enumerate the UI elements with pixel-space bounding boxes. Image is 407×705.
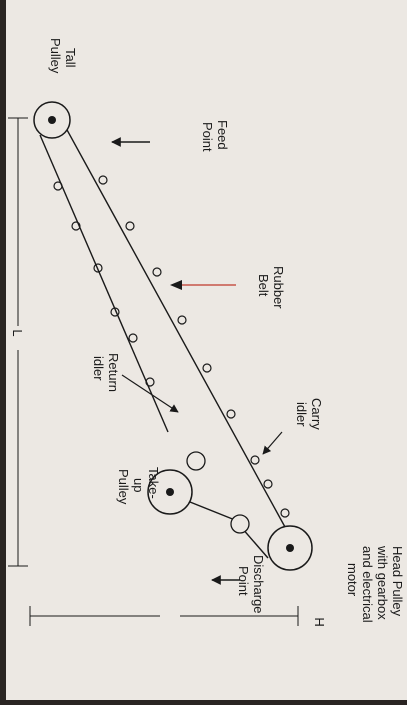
carry-idler-leader: [262, 431, 283, 455]
return-idler-roller: [110, 307, 120, 317]
head-pulley-axle: [286, 544, 294, 552]
label-take-up-pulley: Take- up Pulley: [116, 467, 161, 505]
label-line: Tall: [63, 48, 78, 68]
belt-upper-strand: [54, 107, 286, 528]
paper-sheet: [6, 0, 407, 700]
return-idler-roller: [145, 377, 155, 387]
rubber-belt-arrowhead: [170, 280, 182, 290]
dimension-label-h: H: [312, 617, 327, 626]
label-line: Take-: [146, 467, 161, 499]
label-tail-pulley: Tall Pulley: [48, 38, 78, 74]
label-line: Pulley: [116, 469, 131, 505]
return-idler-roller: [71, 221, 81, 231]
label-line: Feed: [215, 120, 230, 150]
label-line: Pulley: [48, 38, 63, 74]
label-line: Carry: [309, 398, 324, 430]
label-line: idler: [294, 402, 309, 427]
carry-idler-roller: [263, 479, 273, 489]
tail-pulley-axle: [48, 116, 56, 124]
label-return-idler: Return idler: [91, 353, 121, 392]
carry-idler-roller: [177, 315, 187, 325]
carry-idler-roller: [226, 409, 236, 419]
snub-idler: [230, 514, 250, 534]
return-idler-leader: [121, 374, 179, 413]
label-line: Discharge: [251, 555, 266, 614]
label-feed-point: Feed Point: [200, 120, 230, 152]
carry-idler-roller: [202, 363, 212, 373]
dark-margin: [0, 0, 6, 700]
snub-idler: [186, 451, 206, 471]
label-rubber-belt: Rubber Belt: [256, 266, 286, 309]
label-line: Point: [236, 566, 251, 596]
carry-idler-roller: [125, 221, 135, 231]
label-line: Return: [106, 353, 121, 392]
label-line: with gearbox: [375, 545, 390, 620]
carry-idler-roller: [250, 455, 260, 465]
belt-lower-strand-b: [184, 499, 236, 521]
return-idler-roller: [93, 263, 103, 273]
take-up-pulley-axle: [166, 488, 174, 496]
carry-idler-roller: [98, 175, 108, 185]
return-idler-roller: [53, 181, 63, 191]
return-idler-roller: [128, 333, 138, 343]
label-line: Belt: [256, 274, 271, 297]
label-line: up: [131, 478, 146, 492]
label-line: Point: [200, 122, 215, 152]
label-discharge-point: Discharge Point: [236, 555, 266, 614]
carry-idler-roller: [152, 267, 162, 277]
label-line: idler: [91, 356, 106, 381]
label-line: Rubber: [271, 266, 286, 309]
label-carry-idler: Carry idler: [294, 398, 324, 430]
dimension-label-l: L: [10, 329, 25, 336]
label-head-pulley: Head Pulley with gearbox and electrical …: [345, 545, 405, 623]
label-line: motor: [345, 563, 360, 597]
label-line: Head Pulley: [390, 546, 405, 617]
carry-idler-roller: [280, 508, 290, 518]
label-line: and electrical: [360, 546, 375, 623]
